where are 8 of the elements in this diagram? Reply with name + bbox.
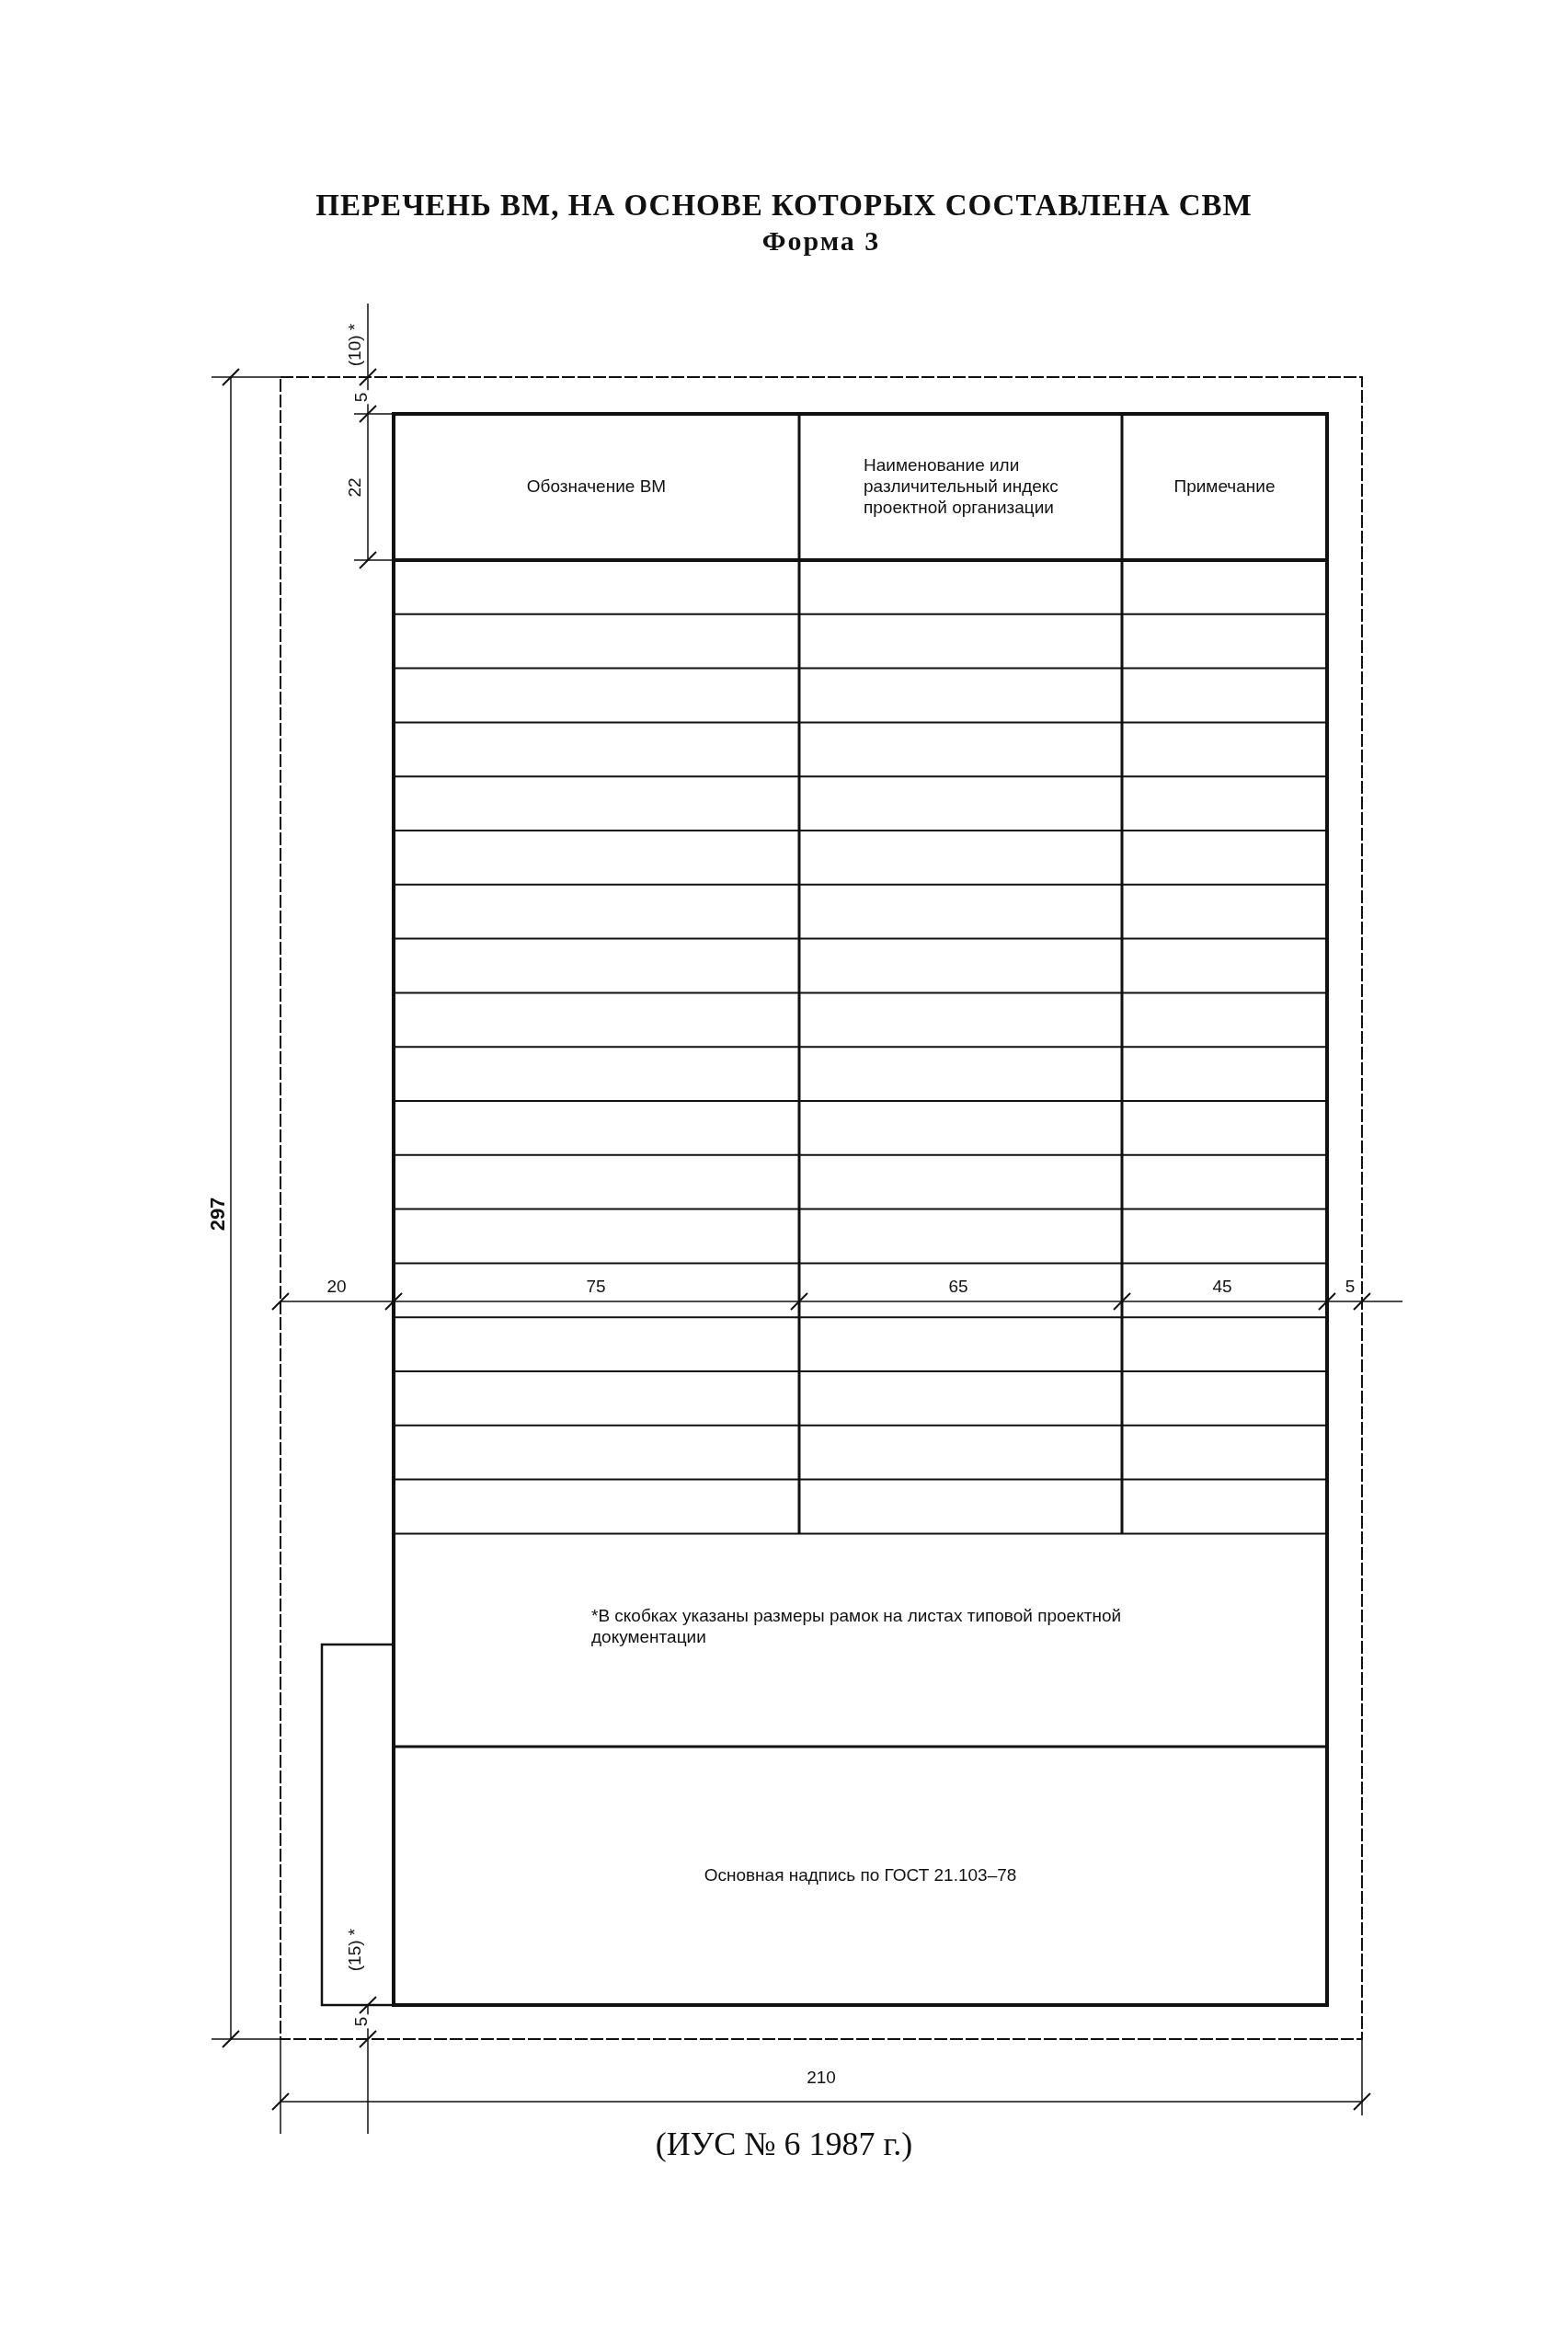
caption: (ИУС № 6 1987 г.) xyxy=(654,2125,914,2163)
footnote-text: *В скобках указаны размеры рамок на листах типовой проектной документации xyxy=(591,1606,1123,1648)
title: ПЕРЕЧЕНЬ ВМ, НА ОСНОВЕ КОТОРЫХ СОСТАВЛЕНА СВМ xyxy=(315,189,1253,223)
column-heading: Примечание xyxy=(1173,476,1276,498)
title-block-text: Основная надпись по ГОСТ 21.103–78 xyxy=(704,1865,1017,1886)
column-heading: Наименование или различительный индекс проектной организации xyxy=(864,455,1059,519)
column-heading: Обозначение ВМ xyxy=(526,476,667,498)
form-number: Форма 3 xyxy=(761,225,881,257)
